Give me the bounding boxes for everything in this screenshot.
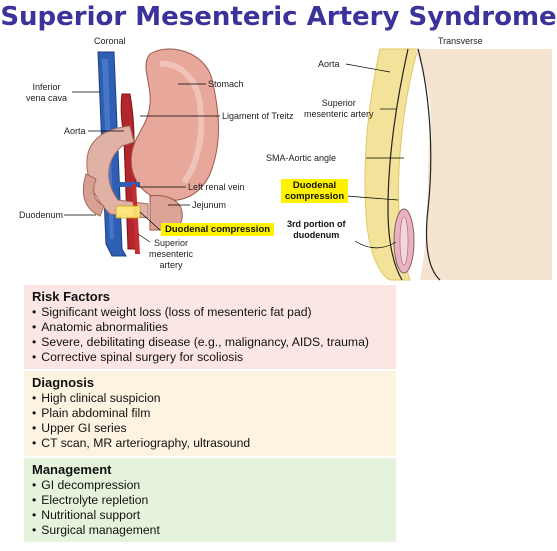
diagnosis-panel: Diagnosis High clinical suspicion Plain …	[24, 371, 396, 456]
transverse-sma-label: Superior mesenteric artery	[304, 98, 374, 119]
transverse-aorta-label: Aorta	[318, 59, 340, 69]
sma-label: Superior mesenteric artery	[149, 238, 194, 270]
list-item: Surgical management	[32, 523, 388, 538]
third-portion-label: 3rd portion of duodenum	[287, 219, 346, 240]
jejunum-label: Jejunum	[192, 200, 227, 210]
left-renal-vein-shape	[114, 182, 140, 187]
ivc-label: Inferior vena cava	[26, 82, 68, 103]
illustration: Coronal Inferior vena cava Aorta Stomach…	[0, 34, 557, 284]
list-item: Corrective spinal surgery for scoliosis	[32, 350, 388, 365]
left-renal-vein-label: Left renal vein	[188, 182, 245, 192]
diagnosis-heading: Diagnosis	[32, 375, 95, 390]
transverse-view	[320, 42, 552, 282]
list-item: Significant weight loss (loss of mesente…	[32, 305, 388, 320]
list-item: High clinical suspicion	[32, 391, 388, 406]
list-item: CT scan, MR arteriography, ultrasound	[32, 436, 388, 451]
list-item: GI decompression	[32, 478, 388, 493]
page-title: Superior Mesenteric Artery Syndrome	[0, 2, 557, 32]
risk-factors-panel: Risk Factors Significant weight loss (lo…	[24, 285, 396, 369]
duodenum-label: Duodenum	[19, 210, 64, 220]
management-panel: Management GI decompression Electrolyte …	[24, 458, 396, 542]
transverse-compression-callout: Duodenal compression	[281, 179, 349, 203]
anatomy-illustration	[64, 42, 552, 282]
management-list: GI decompression Electrolyte repletion N…	[24, 478, 396, 542]
transverse-aorta-shape	[417, 48, 441, 281]
stomach-label: Stomach	[208, 79, 244, 89]
transverse-view-title: Transverse	[438, 36, 483, 46]
list-item: Upper GI series	[32, 421, 388, 436]
coronal-view	[64, 48, 220, 257]
coronal-compression-callout: Duodenal compression	[161, 223, 275, 236]
transverse-sma-shape	[387, 48, 409, 281]
list-item: Plain abdominal film	[32, 406, 388, 421]
list-item: Nutritional support	[32, 508, 388, 523]
coronal-view-title: Coronal	[94, 36, 126, 46]
list-item: Anatomic abnormalities	[32, 320, 388, 335]
list-item: Electrolyte repletion	[32, 493, 388, 508]
list-item: Severe, debilitating disease (e.g., mali…	[32, 335, 388, 350]
ligament-of-treitz-label: Ligament of Treitz	[222, 111, 294, 121]
aorta-label: Aorta	[64, 126, 86, 136]
compression-site	[115, 205, 141, 219]
risk-factors-list: Significant weight loss (loss of mesente…	[24, 305, 396, 369]
stomach-shape	[130, 48, 219, 201]
risk-factors-heading: Risk Factors	[32, 289, 111, 304]
sma-shape	[132, 184, 140, 254]
diagnosis-list: High clinical suspicion Plain abdominal …	[24, 391, 396, 455]
mesenteric-fat-shape	[364, 48, 419, 281]
management-heading: Management	[32, 462, 112, 477]
sma-aortic-angle-label: SMA-Aortic angle	[266, 153, 337, 163]
